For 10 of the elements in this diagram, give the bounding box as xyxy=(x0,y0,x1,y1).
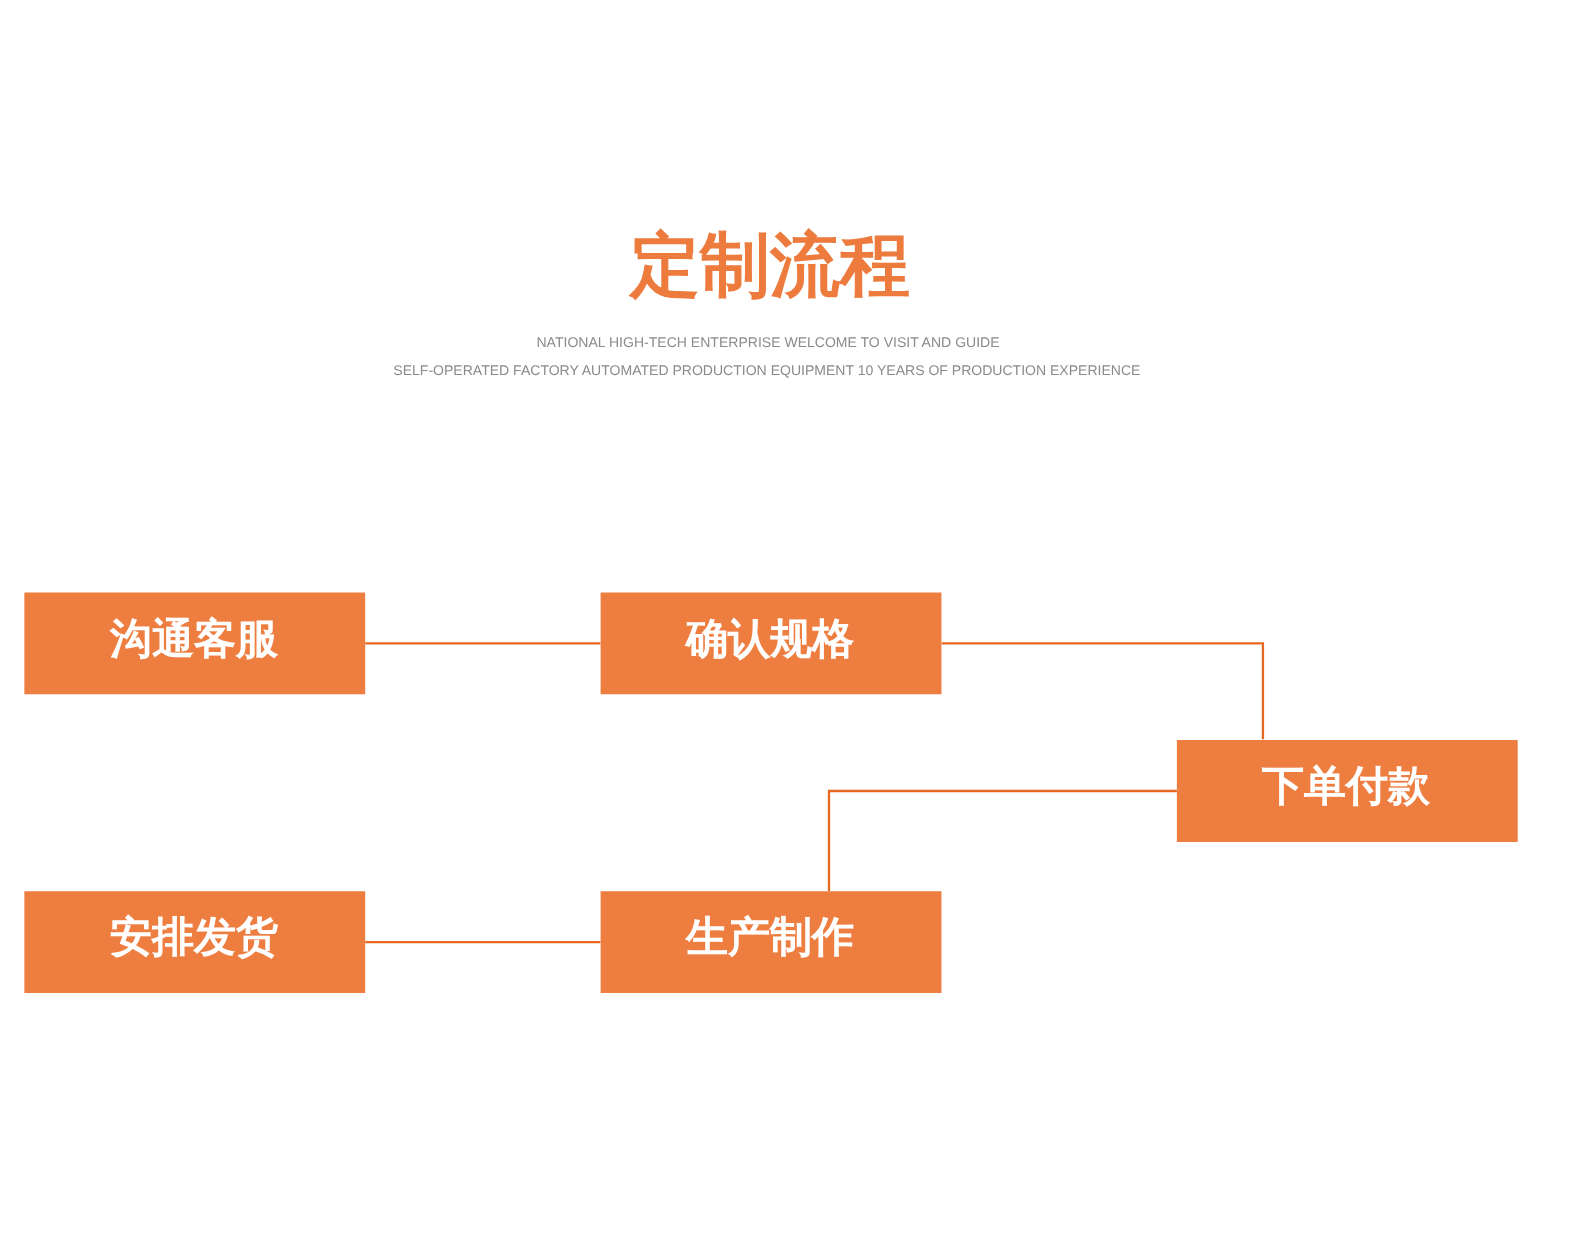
node-box: 生产制作 xyxy=(600,890,942,992)
node-box: 安排发货 xyxy=(24,890,366,992)
connector xyxy=(365,641,601,644)
connector xyxy=(827,788,1177,890)
connector xyxy=(941,641,1265,739)
node-box: 确认规格 xyxy=(600,591,942,694)
node-box: 沟通客服 xyxy=(24,591,366,694)
diagram-title: 定制流程 xyxy=(630,225,911,304)
node-box: 下单付款 xyxy=(1176,739,1518,841)
connector xyxy=(365,939,601,943)
